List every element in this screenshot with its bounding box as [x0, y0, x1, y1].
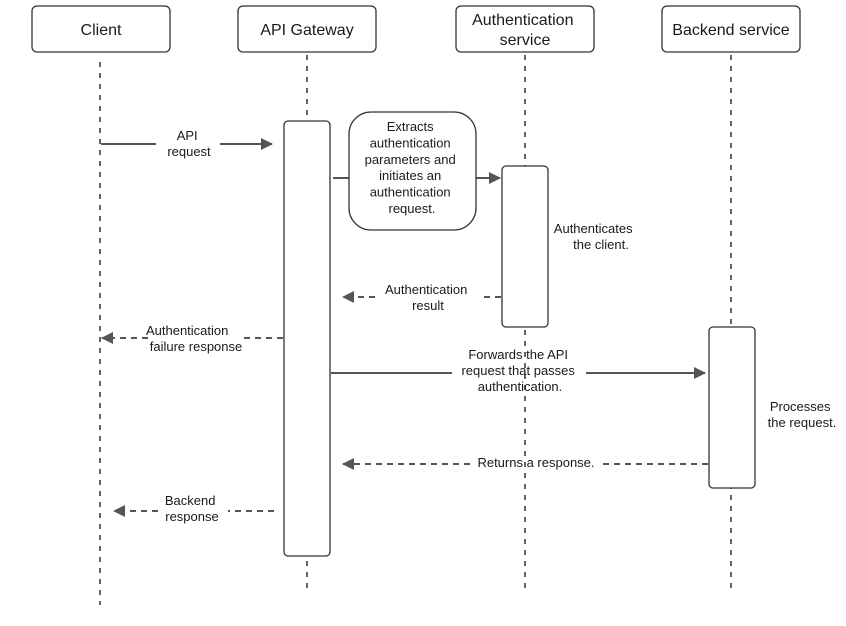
message-backend-response: Backend response [113, 493, 274, 524]
message-auth-result: Authentication result [342, 282, 501, 313]
actor-client-label: Client [81, 22, 122, 39]
actor-auth-label: Authentication service [472, 12, 578, 49]
message-forwards: Forwards the API request that passes aut… [331, 347, 706, 394]
message-returns: Returns a response. [342, 455, 708, 470]
actor-auth: Authentication service [455, 5, 595, 53]
message-api-request: API request [101, 128, 273, 159]
actor-client: Client [31, 5, 171, 53]
backend-response-label: Backend response [165, 493, 219, 524]
auth-failure-label: Authentication failure response [146, 323, 242, 354]
forwards-label: Forwards the API request that passes aut… [461, 347, 578, 394]
gateway-activation [283, 120, 331, 557]
actor-backend: Backend service [661, 5, 801, 53]
message-auth-failure: Authentication failure response [101, 323, 283, 354]
api-request-label: API request [167, 128, 211, 159]
auth-activation [501, 165, 549, 328]
auth-result-label: Authentication result [385, 282, 471, 313]
actor-backend-label: Backend service [672, 22, 789, 39]
actor-gateway-label: API Gateway [260, 22, 353, 39]
extract-params-box [348, 111, 477, 231]
backend-activation [708, 326, 756, 489]
note-processes: Processes the request. [768, 399, 837, 430]
extract-params-label: Extracts authentication parameters and i… [365, 119, 460, 216]
message-extract-params: Extracts authentication parameters and i… [333, 111, 501, 231]
returns-label: Returns a response. [477, 455, 594, 470]
actor-gateway: API Gateway [237, 5, 377, 53]
note-authenticates: Authenticates the client. [554, 221, 636, 252]
